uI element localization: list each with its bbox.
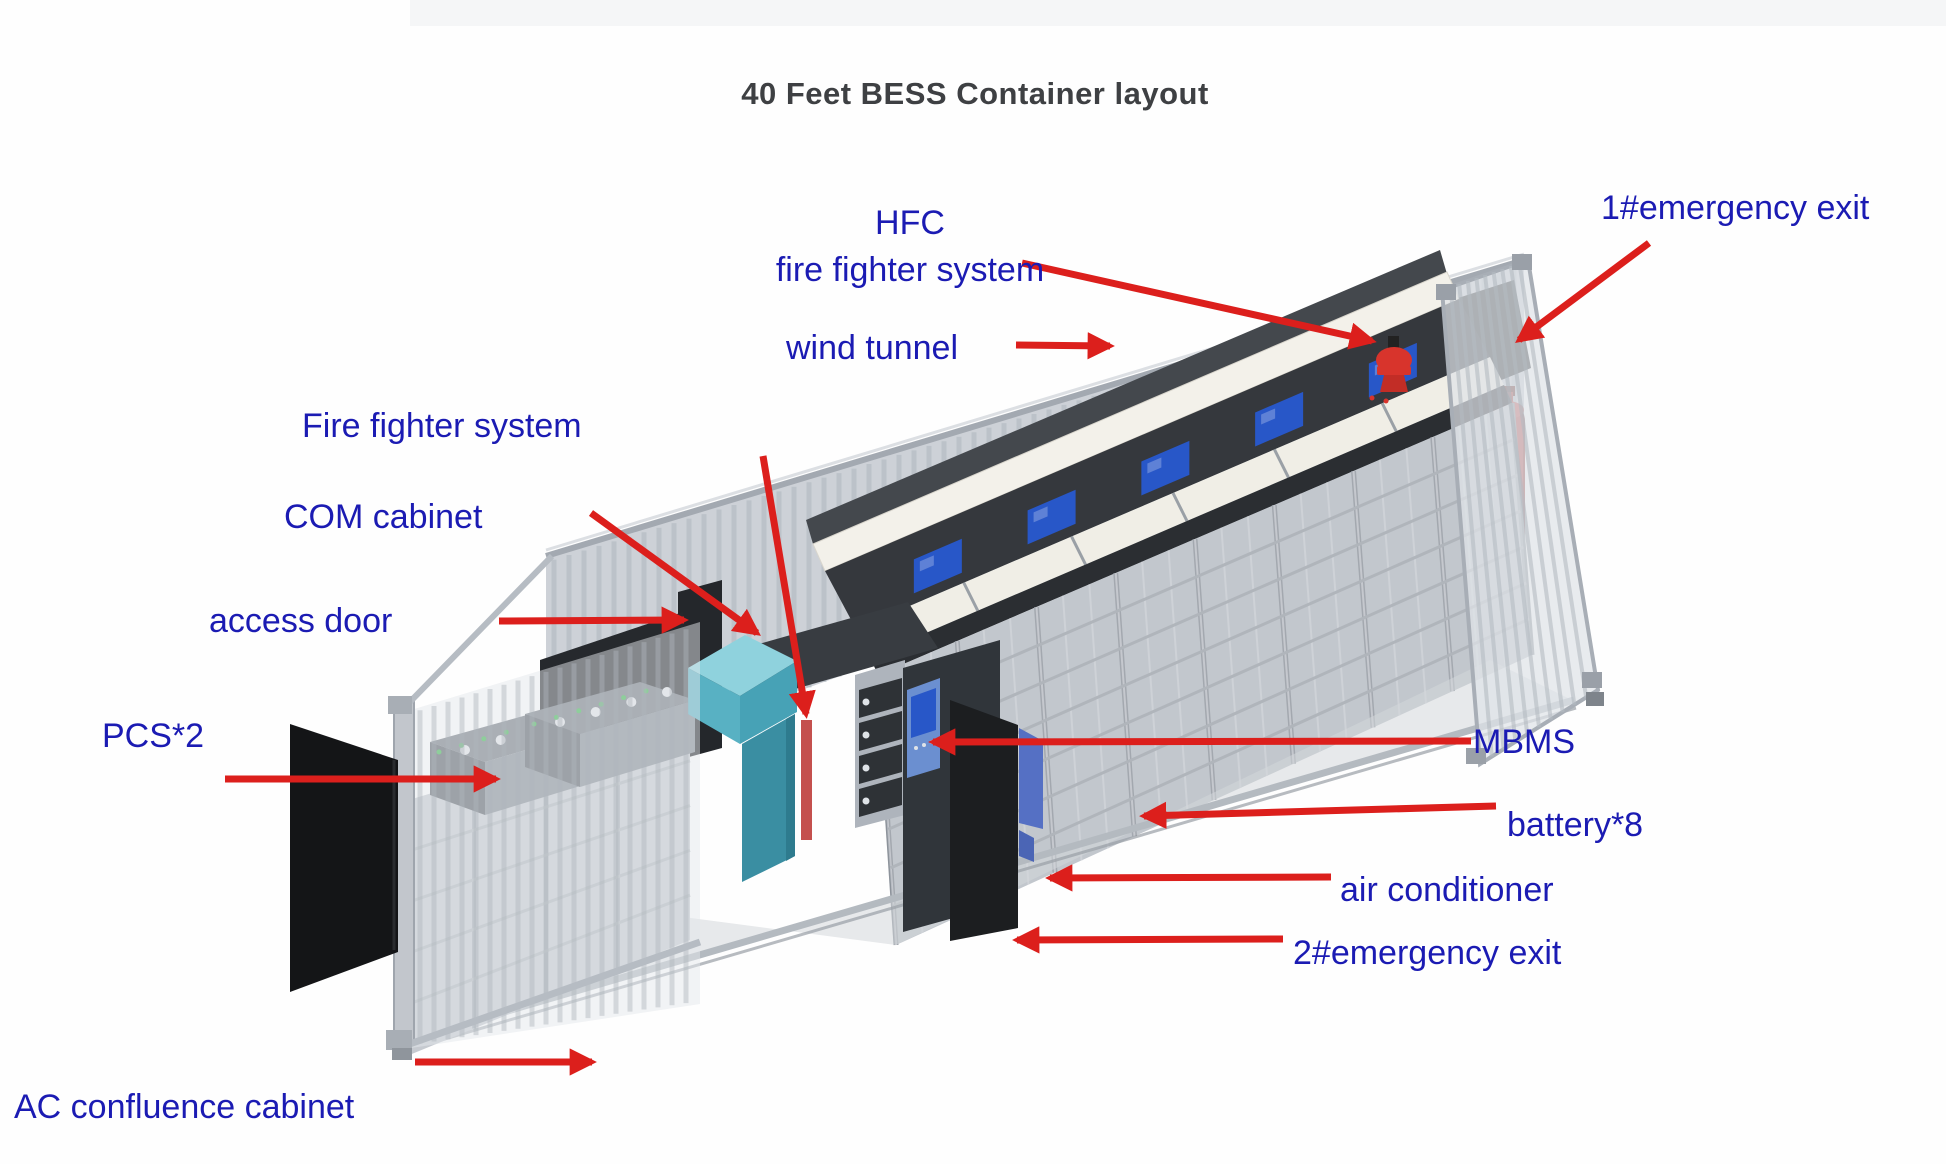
label-emergency-exit-1: 1#emergency exit <box>1601 189 1870 227</box>
top-strip <box>410 0 1946 26</box>
arrow-air-conditioner <box>1045 864 1332 892</box>
arrow-wind-tunnel <box>1015 332 1115 360</box>
arrow-fire-fighter-system <box>759 455 816 719</box>
label-access-door: access door <box>209 602 393 640</box>
wind-tunnel-duct <box>812 271 1512 675</box>
label-fire-fighter-system: Fire fighter system <box>302 407 582 445</box>
com-cabinet-box <box>688 635 797 882</box>
container-left-frame <box>386 553 702 1060</box>
arrow-emergency-exit-2 <box>1012 926 1284 954</box>
arrow-emergency-exit-1 <box>1515 240 1652 343</box>
fire-pipe <box>801 720 812 840</box>
arrow-hfc <box>1021 259 1377 350</box>
label-air-conditioner: air conditioner <box>1340 871 1554 909</box>
annotation-arrows <box>225 240 1652 1076</box>
corridor-rack <box>855 660 905 828</box>
label-hfc-fire-fighter-system: HFC fire fighter system <box>748 200 1072 294</box>
hfc-suppression-device <box>1369 336 1412 404</box>
label-wind-tunnel: wind tunnel <box>786 329 959 367</box>
open-door-left <box>290 724 398 992</box>
arrow-com-cabinet <box>588 510 761 636</box>
container-right-end-wall <box>1436 254 1604 768</box>
label-pcs: PCS*2 <box>102 717 205 755</box>
arrow-access-door <box>498 606 689 634</box>
label-emergency-exit-2: 2#emergency exit <box>1293 934 1562 972</box>
label-hfc: HFC <box>875 204 945 242</box>
label-battery: battery*8 <box>1507 806 1644 844</box>
page-title: 40 Feet BESS Container layout <box>741 76 1209 111</box>
arrow-mbms <box>928 728 1472 756</box>
label-hfc-system: fire fighter system <box>775 251 1045 289</box>
front-wall-translucent <box>398 622 700 1050</box>
label-com-cabinet: COM cabinet <box>284 498 483 536</box>
arrow-battery <box>1139 801 1497 830</box>
air-conditioner-unit <box>1019 728 1043 862</box>
label-mbms: MBMS <box>1473 723 1575 761</box>
label-ac-confluence-cabinet: AC confluence cabinet <box>14 1088 355 1126</box>
emergency-exit-2-door <box>950 700 1018 941</box>
